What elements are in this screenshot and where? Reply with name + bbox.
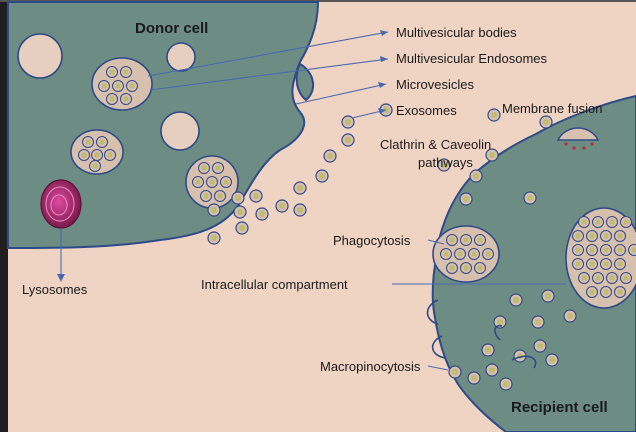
label-phagocytosis: Phagocytosis	[333, 233, 411, 248]
label-intracellular-compartment: Intracellular compartment	[201, 277, 348, 292]
vacuole	[18, 34, 62, 78]
label-macropinocytosis: Macropinocytosis	[320, 359, 421, 374]
multivesicular-body-1	[92, 58, 152, 110]
label-multivesicular-bodies: Multivesicular bodies	[396, 25, 517, 40]
left-edge	[0, 2, 8, 432]
label-lysosomes: Lysosomes	[22, 282, 88, 297]
phagosome	[433, 226, 499, 282]
label-donor-cell: Donor cell	[135, 20, 208, 37]
vacuole	[167, 43, 195, 71]
multivesicular-body-2	[71, 130, 123, 174]
multivesicular-body-3	[186, 156, 238, 208]
lysosome	[41, 180, 81, 228]
label-clathrin-line2: pathways	[418, 155, 473, 170]
vacuole	[161, 112, 199, 150]
label-exosomes: Exosomes	[396, 103, 457, 118]
label-recipient-cell: Recipient cell	[511, 399, 608, 416]
label-microvesicles: Microvesicles	[396, 77, 475, 92]
intracellular-compartment	[566, 208, 636, 308]
label-multivesicular-endosomes: Multivesicular Endosomes	[396, 51, 548, 66]
label-membrane-fusion: Membrane fusion	[502, 101, 602, 116]
label-clathrin-line1: Clathrin & Caveolin	[380, 137, 491, 152]
